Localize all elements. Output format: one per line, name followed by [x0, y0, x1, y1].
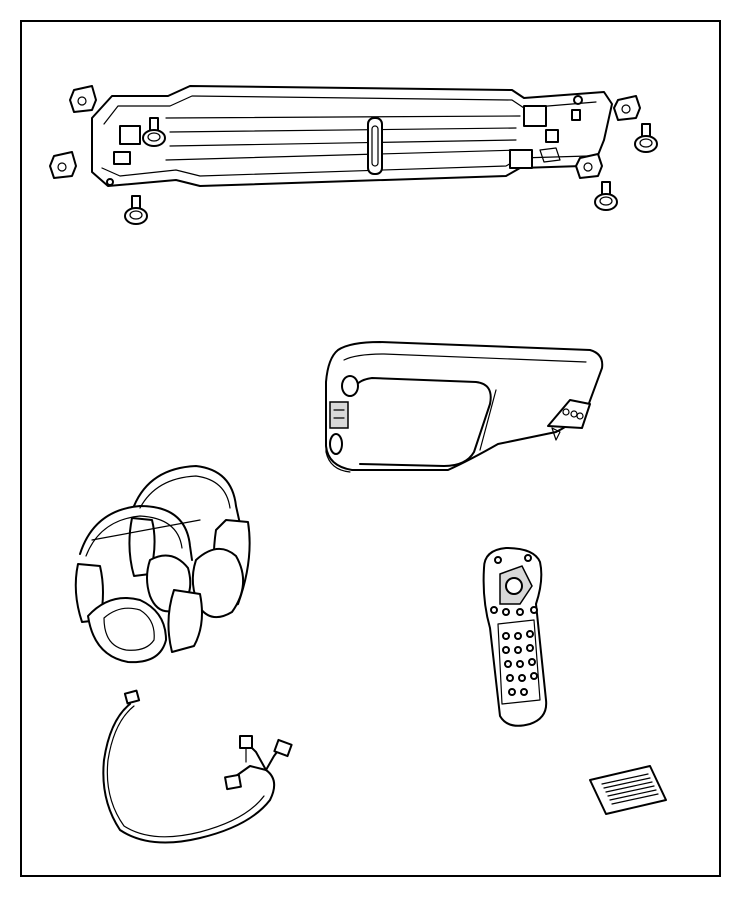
overhead-dvd-player-icon — [325, 341, 604, 473]
clip-icon — [49, 85, 641, 179]
instruction-card-icon — [589, 765, 667, 815]
diagram-frame — [20, 20, 721, 877]
remote-control-icon — [482, 547, 548, 727]
screw-icon — [124, 117, 658, 225]
wiring-harness-icon — [102, 689, 293, 844]
mounting-bracket-icon — [91, 85, 613, 187]
wireless-headphones-icon — [74, 465, 251, 664]
